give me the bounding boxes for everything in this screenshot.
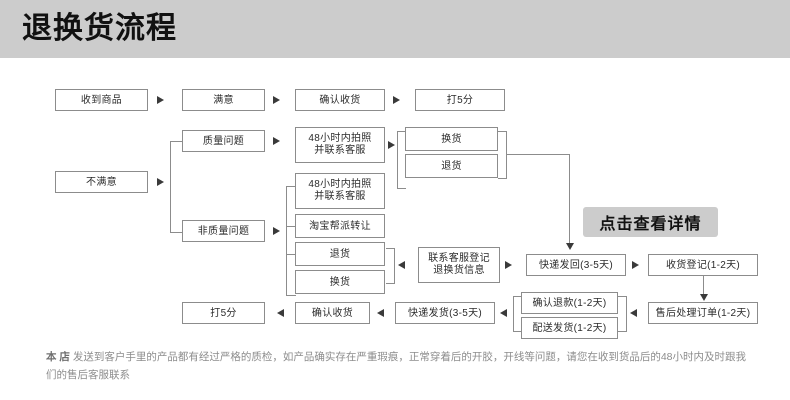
node-quality-issue[interactable]: 质量问题 bbox=[182, 130, 265, 152]
node-satisfied[interactable]: 满意 bbox=[182, 89, 265, 111]
connector-nonquality-opt3 bbox=[286, 254, 295, 255]
view-details-button[interactable]: 点击查看详情 bbox=[583, 207, 718, 237]
node-return-top[interactable]: 退货 bbox=[405, 154, 498, 178]
node-exchange-top[interactable]: 换货 bbox=[405, 127, 498, 151]
bracket-photo-to-pair bbox=[397, 131, 406, 189]
connector-pair-down bbox=[569, 154, 570, 245]
page-title: 退换货流程 bbox=[22, 12, 177, 45]
arrow-aftersales-to-pair bbox=[630, 309, 637, 317]
arrow-express-ship-to-confirm bbox=[377, 309, 384, 317]
arrow-receive-to-aftersales bbox=[700, 294, 708, 301]
node-return-mid[interactable]: 退货 bbox=[295, 242, 385, 266]
arrow-pair-to-express-ship bbox=[500, 309, 507, 317]
bracket-pair-merge bbox=[498, 131, 507, 179]
node-received[interactable]: 收到商品 bbox=[55, 89, 148, 111]
arrow-photo-to-pair bbox=[388, 141, 395, 149]
node-confirm-receipt-bottom[interactable]: 确认收货 bbox=[295, 302, 370, 324]
connector-pair-right bbox=[506, 154, 569, 155]
arrow-register-to-express-back bbox=[505, 261, 512, 269]
node-exchange-mid[interactable]: 换货 bbox=[295, 270, 385, 294]
footer-note: 本 店 发送到客户手里的产品都有经过严格的质检，如产品确实存在严重瑕痕，正常穿着… bbox=[46, 348, 756, 384]
node-photo-contact-quality[interactable]: 48小时内拍照 并联系客服 bbox=[295, 127, 385, 163]
connector-nonquality-opt2 bbox=[286, 226, 295, 227]
arrow-satisfied-to-confirm bbox=[273, 96, 280, 104]
arrow-confirm-to-rate-bottom bbox=[277, 309, 284, 317]
connector-receive-to-aftersales bbox=[703, 276, 704, 296]
footer-text: 发送到客户手里的产品都有经过严格的质检，如产品确实存在严重瑕痕，正常穿着后的开胶… bbox=[46, 351, 747, 381]
node-confirm-receipt-top[interactable]: 确认收货 bbox=[295, 89, 385, 111]
node-photo-contact-nonquality[interactable]: 48小时内拍照 并联系客服 bbox=[295, 173, 385, 209]
bracket-nonquality-options bbox=[286, 186, 296, 296]
node-rate5-bottom[interactable]: 打5分 bbox=[182, 302, 265, 324]
node-receive-register[interactable]: 收货登记(1-2天) bbox=[648, 254, 758, 276]
arrow-quality-to-photo bbox=[273, 137, 280, 145]
arrow-register-to-mid-pair bbox=[398, 261, 405, 269]
flow-canvas: 收到商品 满意 确认收货 打5分 不满意 质量问题 非质量问题 48小时内拍照 … bbox=[0, 58, 790, 343]
header-band bbox=[0, 0, 790, 58]
arrow-confirm-to-rate-top bbox=[393, 96, 400, 104]
bracket-refund-ship-merge bbox=[618, 296, 627, 332]
node-unsatisfied[interactable]: 不满意 bbox=[55, 171, 148, 193]
node-express-send-back[interactable]: 快递发回(3-5天) bbox=[526, 254, 626, 276]
node-non-quality-issue[interactable]: 非质量问题 bbox=[182, 220, 265, 242]
arrow-nonquality-to-options bbox=[273, 227, 280, 235]
footer-prefix: 本 店 bbox=[46, 351, 70, 363]
arrow-express-back-to-receive bbox=[632, 261, 639, 269]
arrow-received-to-satisfied bbox=[157, 96, 164, 104]
arrow-unsatisfied-split bbox=[157, 178, 164, 186]
bracket-refund-ship-split bbox=[513, 296, 522, 332]
bracket-unsatisfied-split bbox=[170, 141, 183, 233]
node-confirm-refund[interactable]: 确认退款(1-2天) bbox=[521, 292, 618, 314]
node-aftersales-order[interactable]: 售后处理订单(1-2天) bbox=[648, 302, 758, 324]
node-delivery-ship[interactable]: 配送发货(1-2天) bbox=[521, 317, 618, 339]
arrow-pair-down-to-express bbox=[566, 243, 574, 250]
node-taobao-transfer[interactable]: 淘宝帮派转让 bbox=[295, 214, 385, 238]
node-contact-service-register[interactable]: 联系客服登记 退换货信息 bbox=[418, 247, 500, 283]
node-express-ship[interactable]: 快递发货(3-5天) bbox=[395, 302, 495, 324]
bracket-mid-pair-merge bbox=[386, 248, 395, 284]
node-rate5-top[interactable]: 打5分 bbox=[415, 89, 505, 111]
